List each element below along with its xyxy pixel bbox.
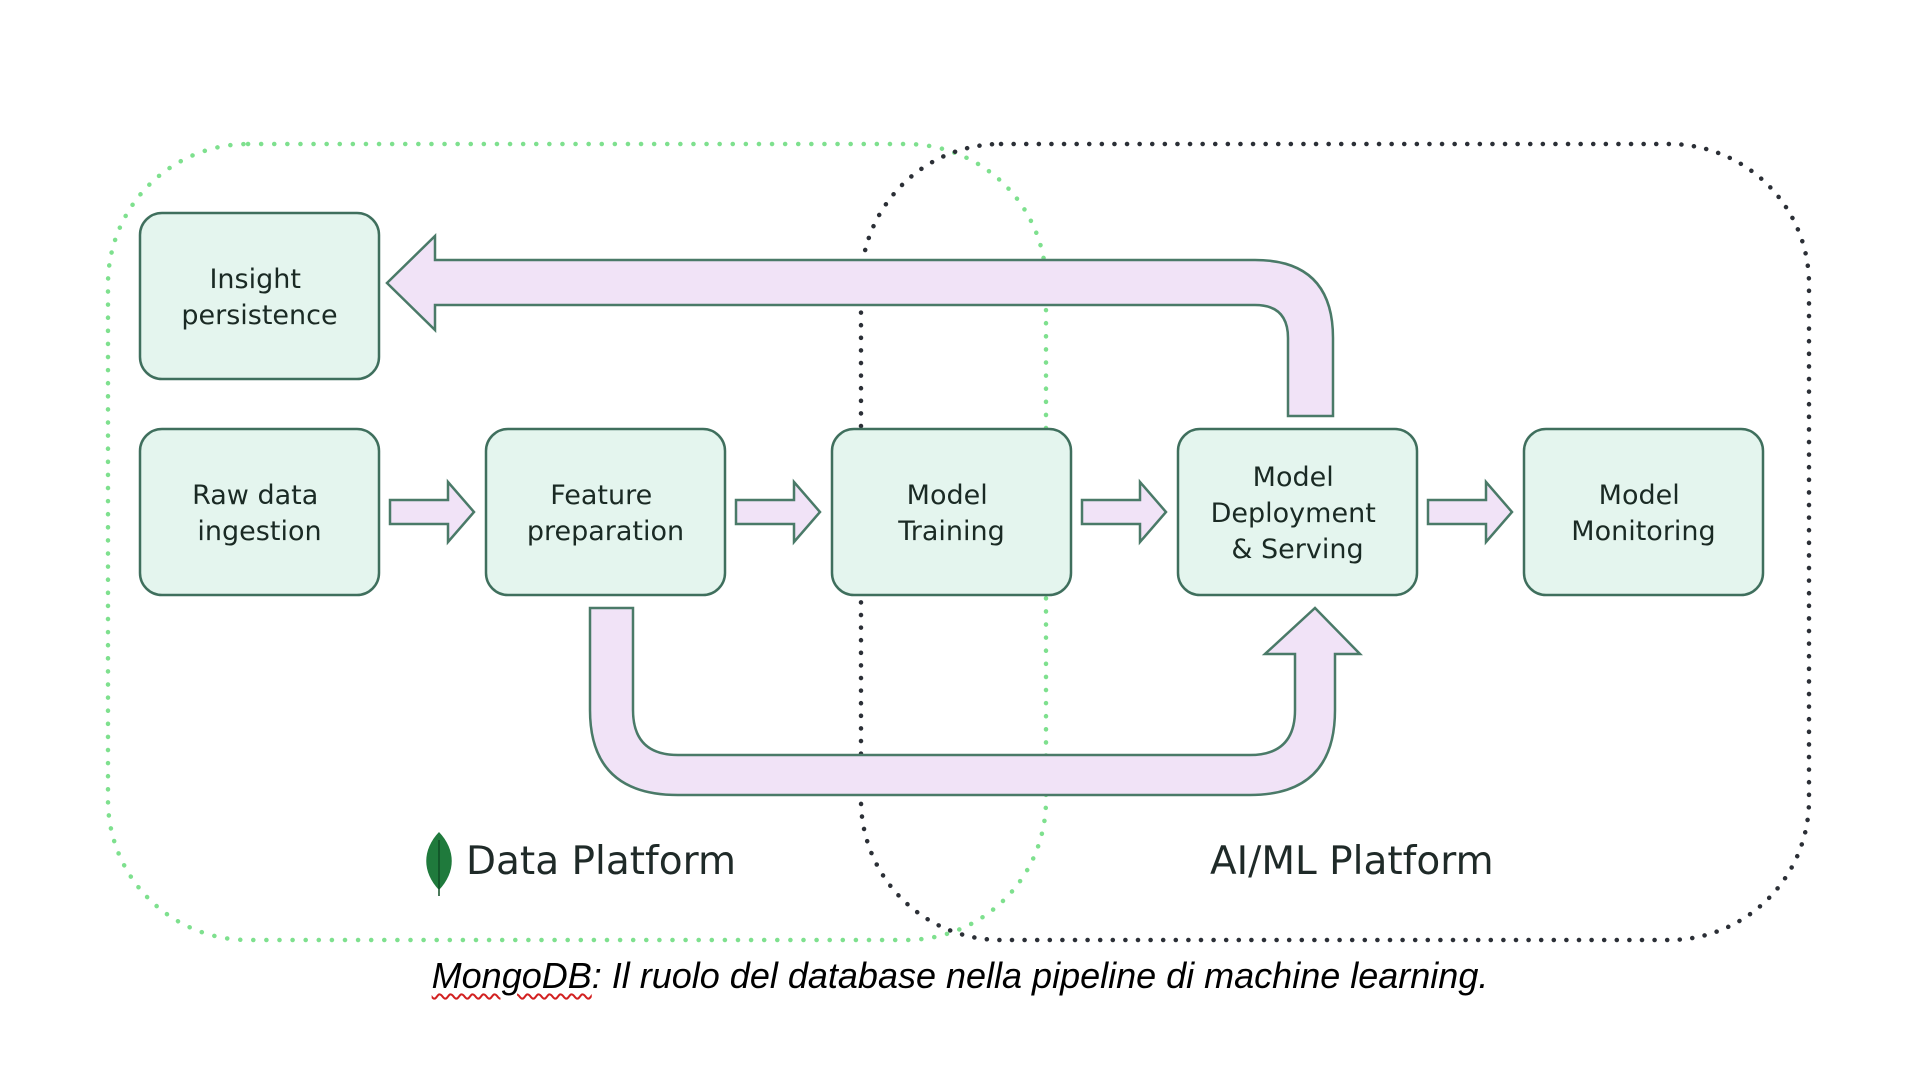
node-feature-preparation: Feature preparation [484, 427, 727, 597]
data-platform-label: Data Platform [466, 839, 736, 884]
caption-brand: MongoDB [431, 955, 592, 996]
node-insight-persistence: Insight persistence [138, 211, 381, 381]
node-feature-preparation-label: Feature preparation [527, 480, 684, 547]
node-model-training: Model Training [830, 427, 1073, 597]
figure-caption: MongoDB: Il ruolo del database nella pip… [0, 954, 1920, 997]
node-model-monitoring: Model Monitoring [1522, 427, 1765, 597]
node-insight-persistence-label: Insight persistence [181, 264, 337, 331]
caption-text: : Il ruolo del database nella pipeline d… [591, 955, 1489, 996]
node-model-training-label: Model Training [897, 480, 1005, 547]
node-model-deployment: Model Deployment & Serving [1176, 427, 1419, 597]
node-raw-data-ingestion: Raw data ingestion [138, 427, 381, 597]
data-platform-region [105, 141, 1049, 943]
mongodb-leaf-icon [426, 832, 452, 896]
node-raw-data-ingestion-label: Raw data ingestion [192, 480, 327, 547]
arrow-raw-to-feature [388, 478, 476, 546]
arrow-training-to-deployment [1080, 478, 1168, 546]
node-model-monitoring-label: Model Monitoring [1571, 480, 1715, 547]
ai-ml-platform-region [858, 141, 1812, 943]
arrow-deployment-to-insight [385, 233, 1335, 418]
arrow-deployment-to-monitoring [1426, 478, 1514, 546]
arrow-feature-to-deployment [588, 606, 1363, 797]
arrow-feature-to-training [734, 478, 822, 546]
ai-ml-platform-label: AI/ML Platform [1210, 839, 1494, 884]
node-model-deployment-label: Model Deployment & Serving [1211, 462, 1385, 565]
